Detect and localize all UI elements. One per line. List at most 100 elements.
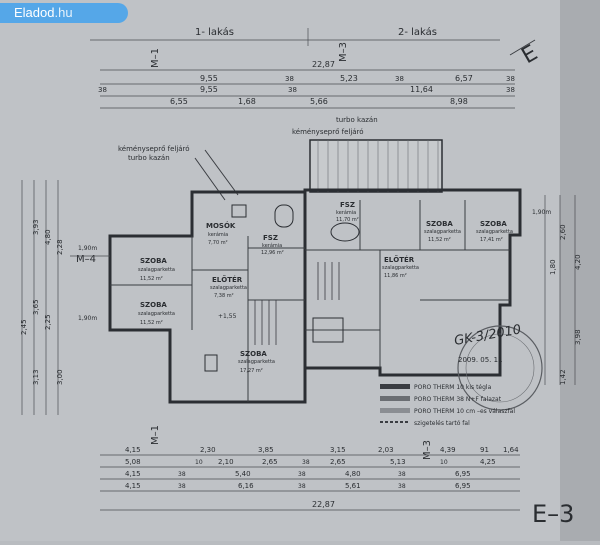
dim-label: 2,25 xyxy=(44,314,52,330)
dim-label: 38 xyxy=(298,483,306,490)
dim-label: 3,65 xyxy=(32,299,40,315)
dim-label: 11,52 m² xyxy=(428,237,451,243)
section-m4: M–4 xyxy=(76,254,96,265)
dim-label: 2,10 xyxy=(218,458,234,466)
dim-label: 38 xyxy=(285,75,294,83)
dim-label: 8,98 xyxy=(450,97,468,106)
room-eloter-2: ELŐTÉR szalagparketta 11,86 m² xyxy=(382,255,419,279)
legend: PORO THERM 10 kis tégla PORO THERM 38 N+… xyxy=(380,384,515,427)
dim-label: PORO THERM 10 kis tégla xyxy=(414,384,492,391)
room-szoba-1: SZOBA szalagparketta 11,52 m² xyxy=(138,257,175,282)
dim-label: 7,38 m² xyxy=(214,293,234,299)
dim-label: MOSÓK xyxy=(206,221,236,230)
dim-label: 11,86 m² xyxy=(384,273,407,279)
dim-label: 3,13 xyxy=(32,369,40,385)
section-m3-top: M–3 xyxy=(338,42,349,62)
annot-kemeny-left: kéményseprő feljáró xyxy=(118,144,190,153)
dim-label: 9,55 xyxy=(200,85,218,94)
room-szoba-5: SZOBA szalagparketta 17,41 m² xyxy=(476,220,513,243)
room-szoba-3: SZOBA szalagparketta 17,27 m² xyxy=(238,350,275,374)
room-szoba-4: SZOBA szalagparketta 11,52 m² xyxy=(424,220,461,243)
annot-turbo-left: turbo kazán xyxy=(128,154,170,162)
dim-label: SZOBA xyxy=(140,257,167,265)
dim-label: kerámia xyxy=(336,209,356,216)
dim-label: szigetelés tartó fal xyxy=(414,420,470,427)
level-2: 1,90m xyxy=(78,315,97,322)
section-m1-bottom: M–1 xyxy=(150,425,161,445)
dim-label: 5,40 xyxy=(235,470,251,478)
dim-label: ELŐTÉR xyxy=(212,275,243,284)
dim-label: 7,70 m² xyxy=(208,240,228,246)
dim-label: 91 xyxy=(480,446,489,454)
dim-label: szalagparketta xyxy=(476,229,513,235)
dim-label: kerámia xyxy=(208,231,228,238)
dim-label: 38 xyxy=(98,86,107,94)
dim-label: 1,42 xyxy=(559,369,567,385)
dim-label: 11,52 m² xyxy=(140,320,163,326)
dim-label: 38 xyxy=(302,459,310,466)
dim-label: 3,93 xyxy=(32,219,40,235)
dim-label: ELŐTÉR xyxy=(384,255,415,264)
dim-label: 4,39 xyxy=(440,446,456,454)
dim-label: 38 xyxy=(288,86,297,94)
dim-label: szalagparketta xyxy=(138,267,175,273)
dim-label: 2,60 xyxy=(559,224,567,240)
dim-label: szalagparketta xyxy=(382,265,419,271)
section-e-arrow xyxy=(509,39,536,56)
dim-label: 1,68 xyxy=(238,97,256,106)
dim-label: PORO THERM 38 N+F falazat xyxy=(414,396,502,403)
dim-label: SZOBA xyxy=(240,350,267,358)
dim-label: 4,80 xyxy=(345,470,361,478)
sheet-number: E–3 xyxy=(532,500,574,528)
dim-label: 38 xyxy=(178,483,186,490)
dim-label: 3,00 xyxy=(56,369,64,385)
dim-label: 6,95 xyxy=(455,482,471,490)
dim-label: 10 xyxy=(195,459,203,466)
dim-label: 3,98 xyxy=(574,329,582,345)
dim-label: 1,80 xyxy=(549,259,557,275)
dim-label: 38 xyxy=(298,471,306,478)
dim-label: 12,96 m² xyxy=(261,250,284,256)
dim-label: 2009. 05. 11 xyxy=(458,356,503,364)
header-lakas-2: 2- lakás xyxy=(398,26,437,38)
level-stair: +1,55 xyxy=(218,313,237,320)
dim-label: 38 xyxy=(506,75,515,83)
room-szoba-2: SZOBA szalagparketta 11,52 m² xyxy=(138,301,175,326)
room-fsz-1: FSZ kerámia 12,96 m² xyxy=(261,234,284,256)
dim-label: 6,55 xyxy=(170,97,188,106)
dim-label: SZOBA xyxy=(140,301,167,309)
dim-label: FSZ xyxy=(340,201,355,209)
dim-label: 10 xyxy=(440,459,448,466)
annot-kemeny-top: kéményseprő feljáró xyxy=(292,127,364,136)
dim-label: 1,64 xyxy=(503,446,519,454)
dim-label: 4,20 xyxy=(574,254,582,270)
dim-label: 1,90m xyxy=(532,209,551,216)
level-1: 1,90m xyxy=(78,245,97,252)
dim-label: 38 xyxy=(398,483,406,490)
dim-label: 2,28 xyxy=(56,239,64,255)
brand-domain: .hu xyxy=(54,5,73,20)
dim-label: 4,80 xyxy=(44,229,52,245)
dim-label: 3,15 xyxy=(330,446,346,454)
dim-label: 6,95 xyxy=(455,470,471,478)
dim-label: 2,65 xyxy=(262,458,278,466)
dim-label: 2,65 xyxy=(330,458,346,466)
dim-label: kerámia xyxy=(262,242,282,249)
dim-label: 2,30 xyxy=(200,446,216,454)
dim-label: 3,85 xyxy=(258,446,274,454)
dim-label: 5,23 xyxy=(340,74,358,83)
dim-label: 5,08 xyxy=(125,458,141,466)
dim-label: 9,55 xyxy=(200,74,218,83)
dim-label: FSZ xyxy=(263,234,278,242)
brand-name: Eladod xyxy=(14,5,55,20)
dim-label: 11,52 m² xyxy=(140,276,163,282)
dim-label: PORO THERM 10 cm –es válaszfal xyxy=(414,408,515,415)
dim-label: 38 xyxy=(506,86,515,94)
bottom-dimensions: 4,15 2,30 3,85 3,15 2,03 4,39 91 1,64 5,… xyxy=(100,446,520,511)
dim-label: szalagparketta xyxy=(424,229,461,235)
room-mosok: MOSÓK kerámia 7,70 m² xyxy=(206,221,236,246)
site-watermark-badge[interactable]: Eladod.hu xyxy=(0,3,128,23)
